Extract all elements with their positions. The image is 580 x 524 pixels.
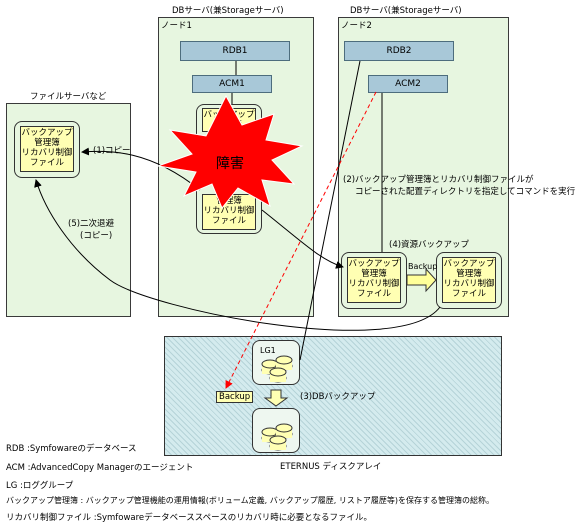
red-dashed-arrow bbox=[225, 91, 377, 389]
failure-label: 障害 bbox=[216, 156, 244, 172]
evacuation-arc bbox=[34, 179, 441, 331]
fs-line4: ファイル bbox=[29, 158, 64, 168]
fs-line3: リカバリ制御 bbox=[21, 148, 73, 158]
rdb2-label: RDB2 bbox=[386, 46, 412, 56]
step-restore-backup: (4)資源バックアップ bbox=[389, 240, 470, 250]
step-evac-line2: (コピー) bbox=[80, 231, 113, 241]
step-db-backup: (3)DBバックアップ bbox=[300, 392, 376, 402]
n2a-line1: バックアップ bbox=[348, 259, 400, 269]
db-backup-down-arrow bbox=[263, 389, 289, 407]
node1-file-bottom: 管理簿 リカバリ制御 ファイル bbox=[202, 194, 256, 230]
legend-recovery: リカバリ制御ファイル :Symfowareデータベーススペースのリカバリ時に必要… bbox=[6, 513, 372, 523]
rdb1-box: RDB1 bbox=[180, 41, 290, 61]
n1-bot-line1: 管理簿 bbox=[216, 196, 242, 206]
backup-block-arrow bbox=[406, 267, 437, 293]
copy-arrow bbox=[81, 147, 201, 191]
storage-name: ETERNUS ディスクアレイ bbox=[280, 462, 382, 472]
step-backup-small: Backup bbox=[408, 262, 438, 271]
legend-lg: LG :ロググループ bbox=[6, 481, 74, 491]
acm2-label: ACM2 bbox=[395, 79, 421, 89]
legend-acm: ACM :AdvancedCopy Managerのエージェント bbox=[6, 463, 194, 473]
acm1-box: ACM1 bbox=[192, 75, 272, 93]
db-server-2-header: DBサーバ(兼Storageサーバ) bbox=[350, 6, 462, 16]
n2b-line4: ファイル bbox=[451, 289, 486, 299]
legend-kanribo: バックアップ管理簿 : バックアップ管理機能の運用情報(ボリューム定義, バック… bbox=[6, 496, 494, 505]
node2-file-a: バックアップ 管理簿 リカバリ制御 ファイル bbox=[347, 257, 401, 303]
backup-disks bbox=[261, 423, 293, 451]
rdb2-to-storage-line bbox=[299, 60, 361, 361]
file-server-file: バックアップ 管理簿 リカバリ制御 ファイル bbox=[20, 126, 74, 172]
step-cmd-line2: コピーされた配置ディレクトリを指定してコマンドを実行 bbox=[355, 187, 576, 197]
n1-bot-line2: リカバリ制御 bbox=[203, 206, 255, 216]
n2b-line2: 管理簿 bbox=[456, 269, 482, 279]
fs-line1: バックアップ bbox=[21, 128, 73, 138]
db-server-1-header: DBサーバ(兼Storageサーバ) bbox=[172, 6, 284, 16]
acm1-label: ACM1 bbox=[219, 79, 245, 89]
lg1-disks bbox=[261, 355, 293, 383]
n1-bot-line3: ファイル bbox=[211, 216, 246, 226]
step-copy: (1)コピー bbox=[93, 146, 131, 156]
rdb2-box: RDB2 bbox=[344, 41, 454, 61]
acm2-box: ACM2 bbox=[368, 75, 448, 93]
node-1-label: ノード1 bbox=[161, 21, 192, 31]
n2b-line3: リカバリ制御 bbox=[443, 279, 495, 289]
rdb1-label: RDB1 bbox=[222, 46, 248, 56]
n2b-line1: バックアップ bbox=[443, 259, 495, 269]
file-server-header: ファイルサーバなど bbox=[30, 92, 107, 102]
n2a-line2: 管理簿 bbox=[361, 269, 387, 279]
lg1-label: LG1 bbox=[260, 346, 276, 355]
node2-file-b: バックアップ 管理簿 リカバリ制御 ファイル bbox=[442, 257, 496, 303]
n2a-line4: ファイル bbox=[356, 289, 391, 299]
node-2-label: ノード2 bbox=[341, 21, 372, 31]
legend-rdb: RDB :Symfowareのデータベース bbox=[6, 444, 137, 454]
step-evac-line1: (5)二次退避 bbox=[68, 219, 115, 229]
n2a-line3: リカバリ制御 bbox=[348, 279, 400, 289]
restore-arrow bbox=[261, 209, 344, 269]
fs-line2: 管理簿 bbox=[34, 138, 60, 148]
failure-burst bbox=[157, 94, 304, 209]
storage-backup-label: Backup bbox=[216, 391, 254, 403]
step-cmd-line1: (2)バックアップ管理簿とリカバリ制御ファイルが bbox=[343, 175, 534, 185]
